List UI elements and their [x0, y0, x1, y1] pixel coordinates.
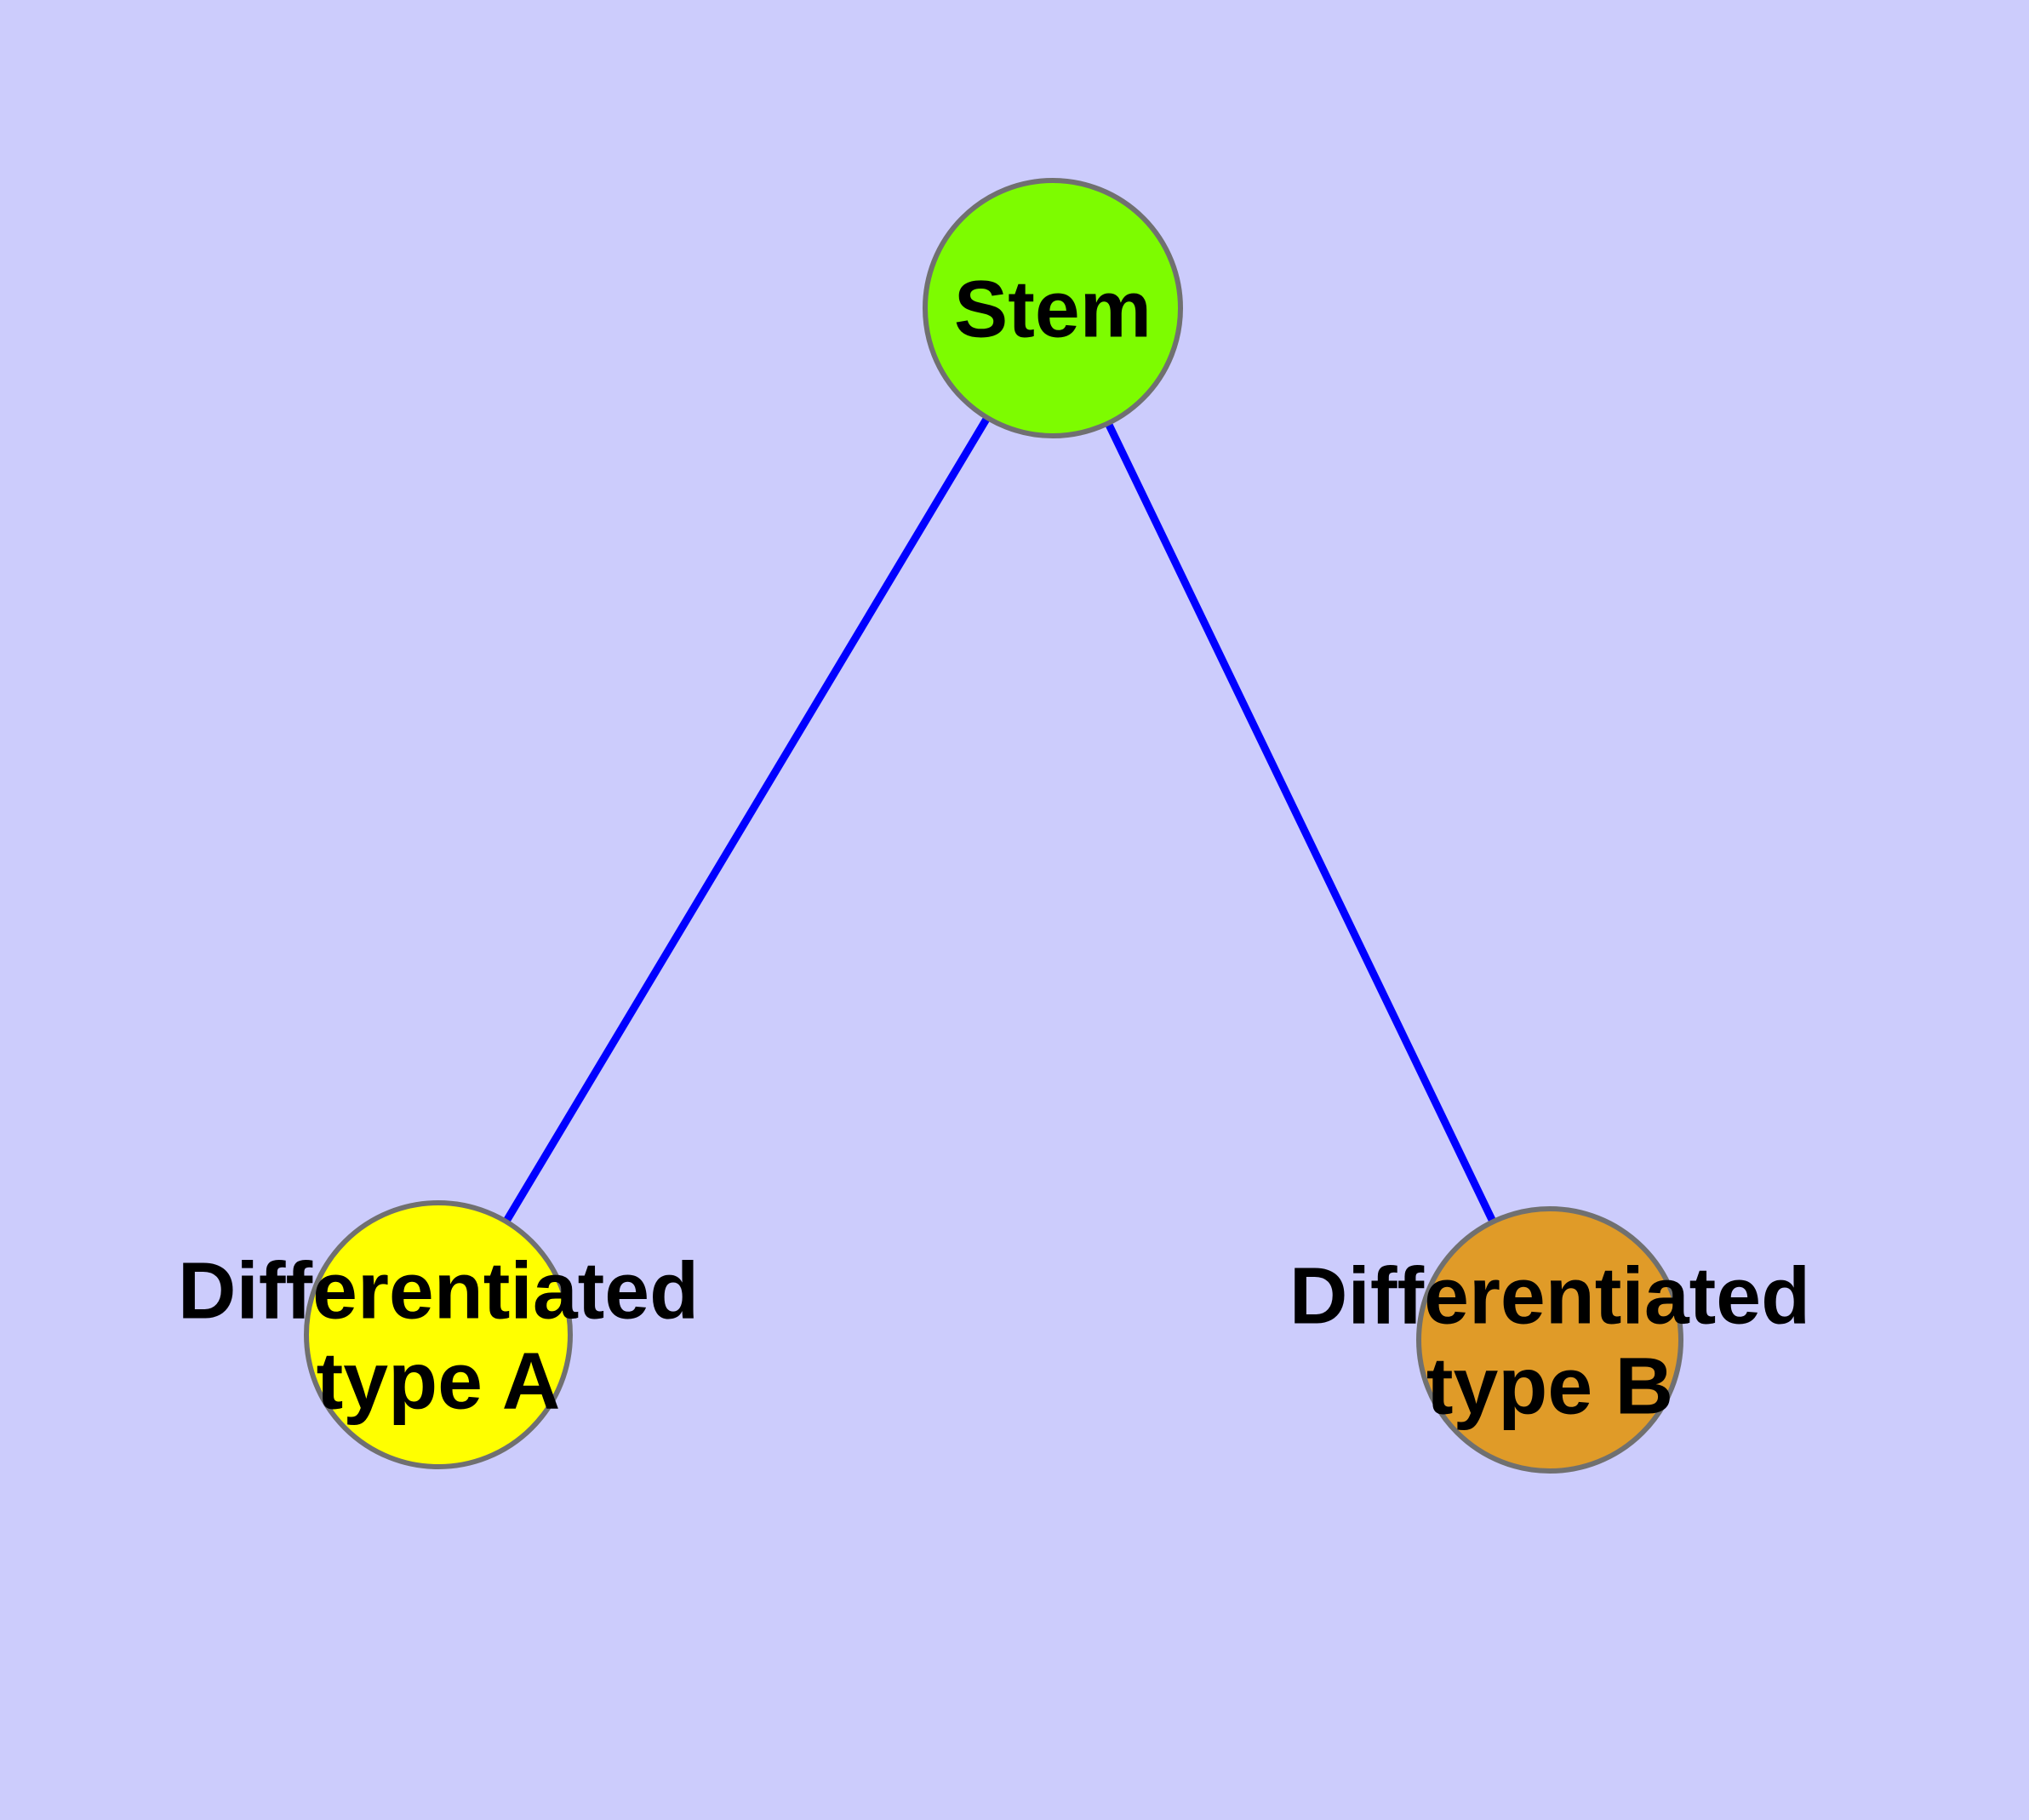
- graph-node-diff-a[interactable]: [304, 1200, 573, 1469]
- nodes-layer: [304, 178, 1683, 1474]
- graph-edge-stem-to-a[interactable]: [502, 415, 991, 1224]
- label-line: Differentiated: [178, 1246, 699, 1336]
- label-line: type B: [1426, 1342, 1673, 1432]
- graph-node-diff-b[interactable]: [1416, 1206, 1683, 1474]
- label-line: type A: [317, 1336, 561, 1427]
- graph-node-stem[interactable]: [923, 178, 1183, 438]
- graph-node-label-stem: Stem: [954, 265, 1152, 355]
- label-line: Differentiated: [1289, 1251, 1810, 1342]
- graph-edge-stem-to-b[interactable]: [1105, 421, 1497, 1224]
- edges-layer: [502, 415, 1497, 1224]
- label-line: Stem: [954, 265, 1152, 355]
